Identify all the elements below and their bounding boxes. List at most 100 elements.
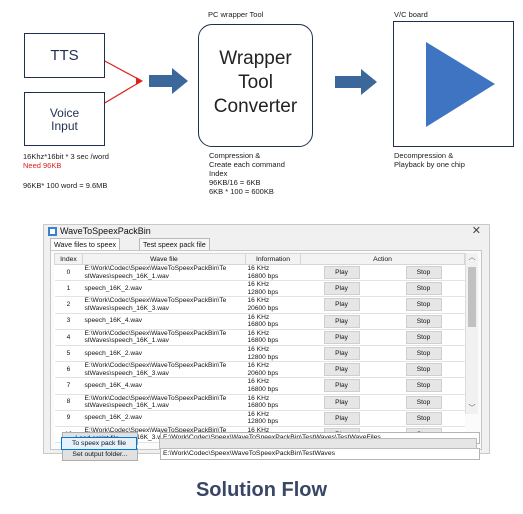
wrapper-label: Wrapper Tool Converter bbox=[213, 48, 298, 117]
row-play-cell: Play bbox=[300, 280, 383, 298]
vertical-scrollbar[interactable]: ︿ ﹀ bbox=[465, 253, 478, 414]
arrow-to-wrapper bbox=[149, 68, 188, 94]
row-wave-file: E:\Work\Codec\Speex\WaveToSpeexPackBin\T… bbox=[82, 361, 246, 379]
row-play-cell: Play bbox=[300, 329, 383, 346]
row-play-cell: Play bbox=[300, 361, 383, 379]
row-index: 5 bbox=[54, 345, 83, 363]
tab-test-speex[interactable]: Test speex pack file bbox=[139, 238, 210, 250]
row-index: 9 bbox=[54, 410, 83, 427]
play-button[interactable]: Play bbox=[323, 298, 360, 312]
stop-button[interactable]: Stop bbox=[405, 363, 442, 377]
voice-input-box: Voice Input bbox=[24, 92, 105, 146]
play-button[interactable]: Play bbox=[323, 411, 360, 425]
play-button[interactable]: Play bbox=[323, 363, 360, 377]
scroll-down-icon[interactable]: ﹀ bbox=[468, 405, 476, 412]
column-information[interactable]: Information bbox=[245, 253, 301, 265]
row-play-cell: Play bbox=[300, 410, 383, 427]
row-play-cell: Play bbox=[300, 296, 383, 314]
tab-wave-to-speex[interactable]: Wave files to speex bbox=[50, 238, 121, 251]
stop-button[interactable]: Stop bbox=[405, 298, 442, 312]
row-index: 4 bbox=[54, 329, 83, 346]
compression-notes: Compression & Create each command Index … bbox=[209, 151, 285, 196]
pc-wrapper-title: PC wrapper Tool bbox=[208, 10, 264, 19]
row-wave-file: E:\Work\Codec\Speex\WaveToSpeexPackBin\T… bbox=[82, 394, 246, 411]
stop-button[interactable]: Stop bbox=[405, 379, 442, 393]
row-wave-file: speech_16K_2.wav bbox=[82, 410, 246, 427]
row-wave-file: speech_16K_4.wav bbox=[82, 313, 246, 330]
column-wave-file[interactable]: Wave file bbox=[82, 253, 246, 265]
tts-label: TTS bbox=[50, 47, 79, 64]
row-index: 7 bbox=[54, 377, 83, 395]
flow-arrows bbox=[102, 59, 377, 105]
row-index: 6 bbox=[54, 361, 83, 379]
row-stop-cell: Stop bbox=[382, 313, 465, 330]
left-note-2: Need 96KB bbox=[23, 161, 62, 170]
voice-link-line bbox=[102, 81, 141, 105]
column-action[interactable]: Action bbox=[299, 253, 466, 265]
row-wave-file: speech_16K_4.wav bbox=[82, 377, 246, 395]
play-button[interactable]: Play bbox=[323, 282, 360, 296]
to-speex-button[interactable]: To speex pack file bbox=[61, 437, 137, 450]
row-play-cell: Play bbox=[300, 264, 383, 282]
play-button[interactable]: Play bbox=[323, 395, 360, 409]
column-index[interactable]: Index bbox=[54, 253, 83, 265]
row-stop-cell: Stop bbox=[382, 394, 465, 411]
stop-button[interactable]: Stop bbox=[405, 330, 442, 344]
row-wave-file: speech_16K_2.wav bbox=[82, 280, 246, 298]
row-stop-cell: Stop bbox=[382, 296, 465, 314]
voice-input-label: Voice Input bbox=[49, 106, 80, 133]
play-button[interactable]: Play bbox=[323, 347, 360, 361]
left-note-3: 96KB* 100 word = 9.6MB bbox=[23, 181, 108, 190]
row-stop-cell: Stop bbox=[382, 280, 465, 298]
close-icon[interactable]: ✕ bbox=[471, 225, 481, 237]
output-path-field[interactable]: E:\Work\Codec\Speex\WaveToSpeexPackBin\T… bbox=[160, 448, 480, 460]
scroll-up-icon[interactable]: ︿ bbox=[468, 254, 476, 261]
red-arrowhead bbox=[136, 77, 143, 85]
scroll-thumb[interactable] bbox=[468, 267, 476, 327]
play-button[interactable]: Play bbox=[323, 314, 360, 328]
stop-button[interactable]: Stop bbox=[405, 347, 442, 361]
row-wave-file: E:\Work\Codec\Speex\WaveToSpeexPackBin\T… bbox=[82, 296, 246, 314]
vc-notes: Decompression & Playback by one chip bbox=[394, 151, 465, 169]
stop-button[interactable]: Stop bbox=[405, 314, 442, 328]
row-stop-cell: Stop bbox=[382, 410, 465, 427]
arrow-to-board bbox=[335, 69, 377, 95]
row-wave-file: E:\Work\Codec\Speex\WaveToSpeexPackBin\T… bbox=[82, 264, 246, 282]
progress-bar bbox=[159, 438, 477, 449]
stop-button[interactable]: Stop bbox=[405, 282, 442, 296]
vc-board-title: V/C board bbox=[394, 10, 428, 19]
play-button[interactable]: Play bbox=[323, 379, 360, 393]
play-button[interactable]: Play bbox=[323, 330, 360, 344]
row-stop-cell: Stop bbox=[382, 377, 465, 395]
left-note-1: 16Khz*16bit * 3 sec /word bbox=[23, 152, 109, 161]
stop-button[interactable]: Stop bbox=[405, 411, 442, 425]
stop-button[interactable]: Stop bbox=[405, 266, 442, 280]
tts-box: TTS bbox=[24, 33, 105, 78]
play-button[interactable]: Play bbox=[323, 266, 360, 280]
row-index: 1 bbox=[54, 280, 83, 298]
wrapper-tool-box: Wrapper Tool Converter bbox=[198, 24, 313, 147]
row-wave-file: E:\Work\Codec\Speex\WaveToSpeexPackBin\T… bbox=[82, 329, 246, 346]
row-stop-cell: Stop bbox=[382, 345, 465, 363]
tts-link-line bbox=[102, 59, 141, 81]
stop-button[interactable]: Stop bbox=[405, 395, 442, 409]
wave-to-speex-window: WaveToSpeexPackBin ✕ Wave files to speex… bbox=[43, 224, 490, 461]
